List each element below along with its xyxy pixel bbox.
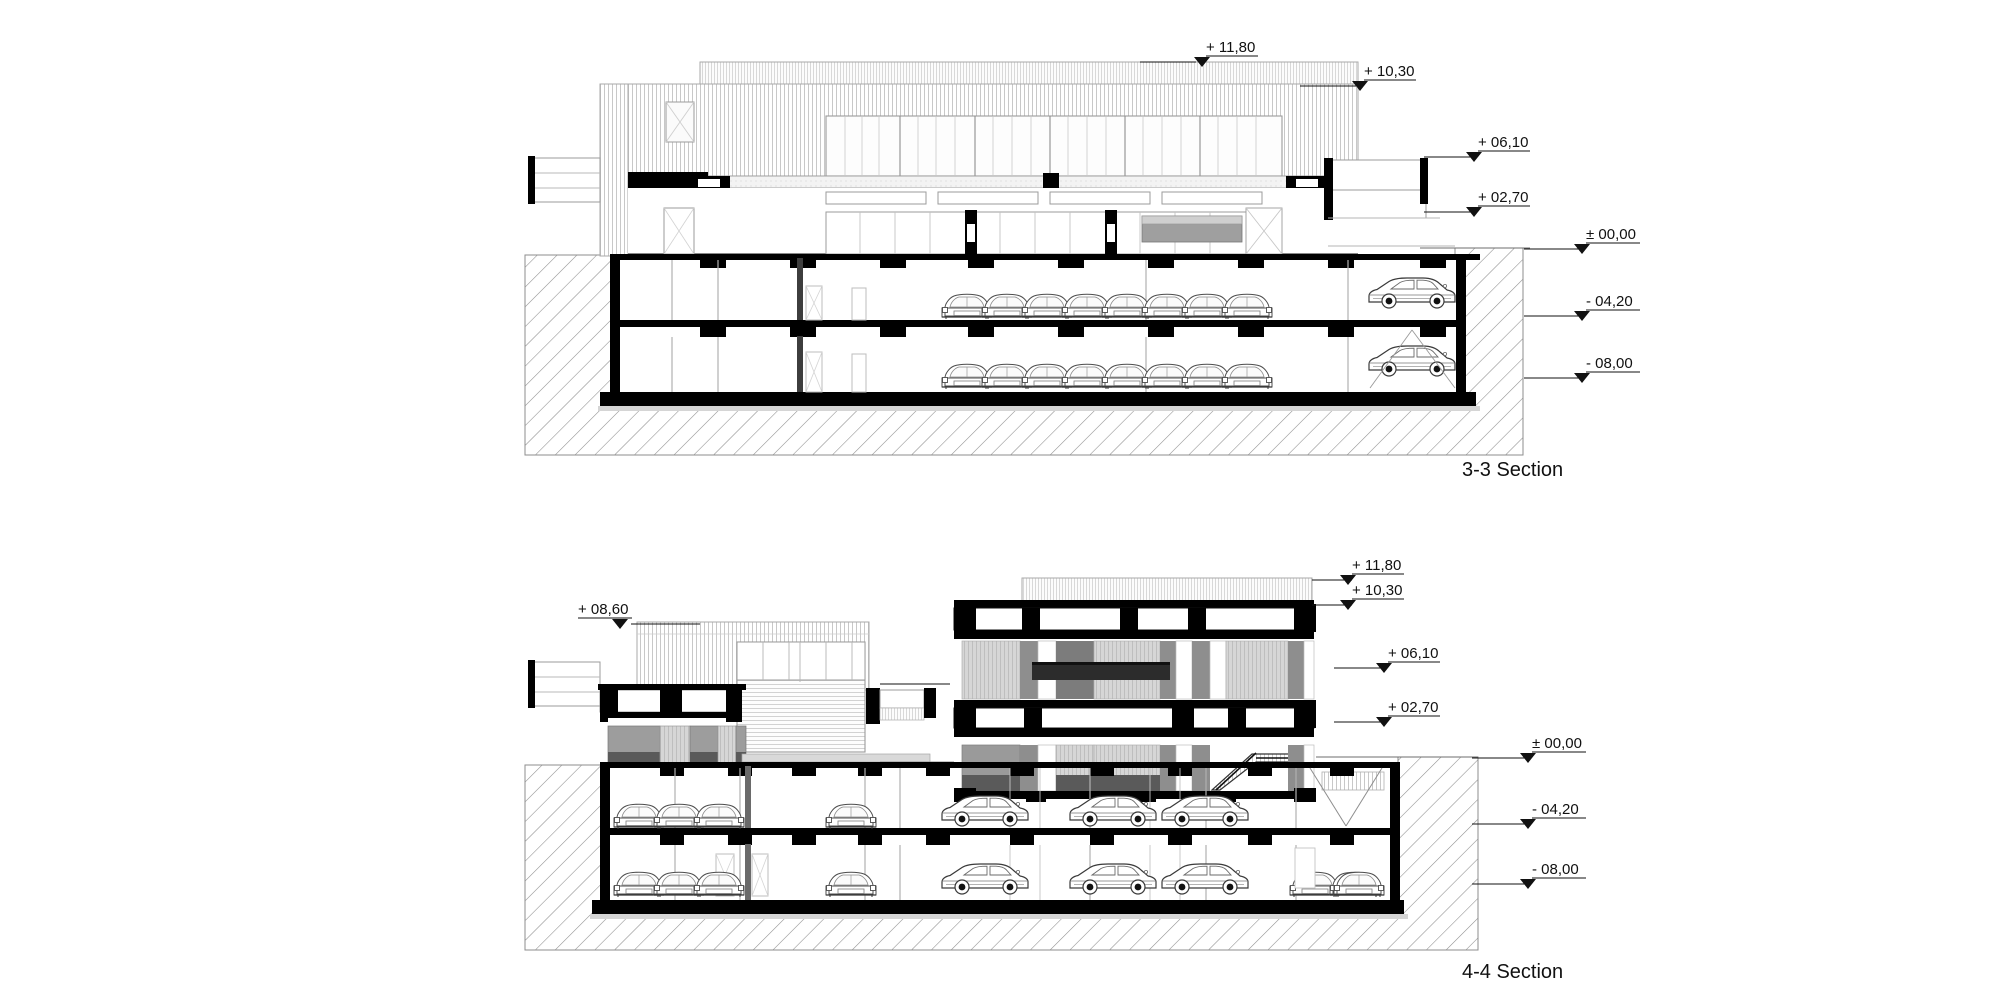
superstructure-3-3 [528, 61, 1530, 257]
level-marker: + 11,80 [1312, 557, 1404, 585]
level-label: - 08,00 [1586, 355, 1633, 372]
storey-glazing-lower-4-4 [961, 744, 1315, 792]
section-title: 3-3 Section [1462, 459, 1563, 481]
level-markers-3-3: + 11,80 + 10,30 + 06,10 + 02,70 ± 00,00 [1140, 39, 1640, 383]
section-3-3: + 11,80 + 10,30 + 06,10 + 02,70 ± 00,00 [524, 39, 1640, 481]
level-marker: + 02,70 [1424, 189, 1530, 217]
level-marker: + 06,10 [1334, 645, 1440, 673]
level-label: + 11,80 [1206, 39, 1255, 56]
level-marker: - 08,00 [1524, 355, 1640, 383]
level-label: - 08,00 [1532, 861, 1579, 878]
superstructure-4-4 [528, 577, 1478, 802]
level-label: + 02,70 [1388, 699, 1438, 716]
level-marker: + 10,30 [1312, 582, 1404, 610]
storey-glazing-upper-4-4 [961, 640, 1315, 700]
earth-mass-3-3 [524, 247, 1524, 456]
level-label: + 11,80 [1352, 557, 1401, 574]
right-wing-3-3 [1324, 158, 1455, 247]
car-lift-3-3 [1368, 277, 1456, 389]
basement-4-4 [590, 762, 1408, 919]
left-canopy-3-3 [528, 156, 601, 204]
level-marker: - 04,20 [1472, 801, 1586, 829]
level-label: + 10,30 [1352, 582, 1402, 599]
level-label: + 06,10 [1388, 645, 1438, 662]
left-ground-panels-4-4 [607, 725, 747, 765]
ramp-4-4 [1309, 767, 1383, 827]
ground-floor-glazing-3-3 [825, 191, 1263, 256]
level-label: + 06,10 [1478, 134, 1528, 151]
level-markers-4-4: + 08,60 + 11,80 + 10,30 + 06,10 + 02,70 [578, 557, 1586, 889]
level-marker: + 11,80 [1140, 39, 1258, 67]
level-label: - 04,20 [1532, 801, 1579, 818]
level-marker: + 08,60 [578, 601, 700, 629]
level-marker: - 08,00 [1472, 861, 1586, 889]
section-4-4: + 08,60 + 11,80 + 10,30 + 06,10 + 02,70 [524, 557, 1586, 983]
level-marker: + 06,10 [1424, 134, 1530, 162]
level-label: ± 00,00 [1532, 735, 1582, 752]
level-marker: - 04,20 [1524, 293, 1640, 321]
level-marker: ± 00,00 [1524, 226, 1640, 254]
level-label: - 04,20 [1586, 293, 1633, 310]
level-label: ± 00,00 [1586, 226, 1636, 243]
level-label: + 02,70 [1478, 189, 1528, 206]
louvre-band-3-3 [825, 115, 1283, 177]
section-title: 4-4 Section [1462, 961, 1563, 983]
level-marker: + 10,30 [1300, 63, 1416, 91]
basement-3-3 [598, 254, 1480, 411]
level-label: + 10,30 [1364, 63, 1414, 80]
level-label: + 08,60 [578, 601, 628, 618]
level-marker: ± 00,00 [1472, 735, 1586, 763]
level-marker: + 02,70 [1334, 699, 1440, 727]
